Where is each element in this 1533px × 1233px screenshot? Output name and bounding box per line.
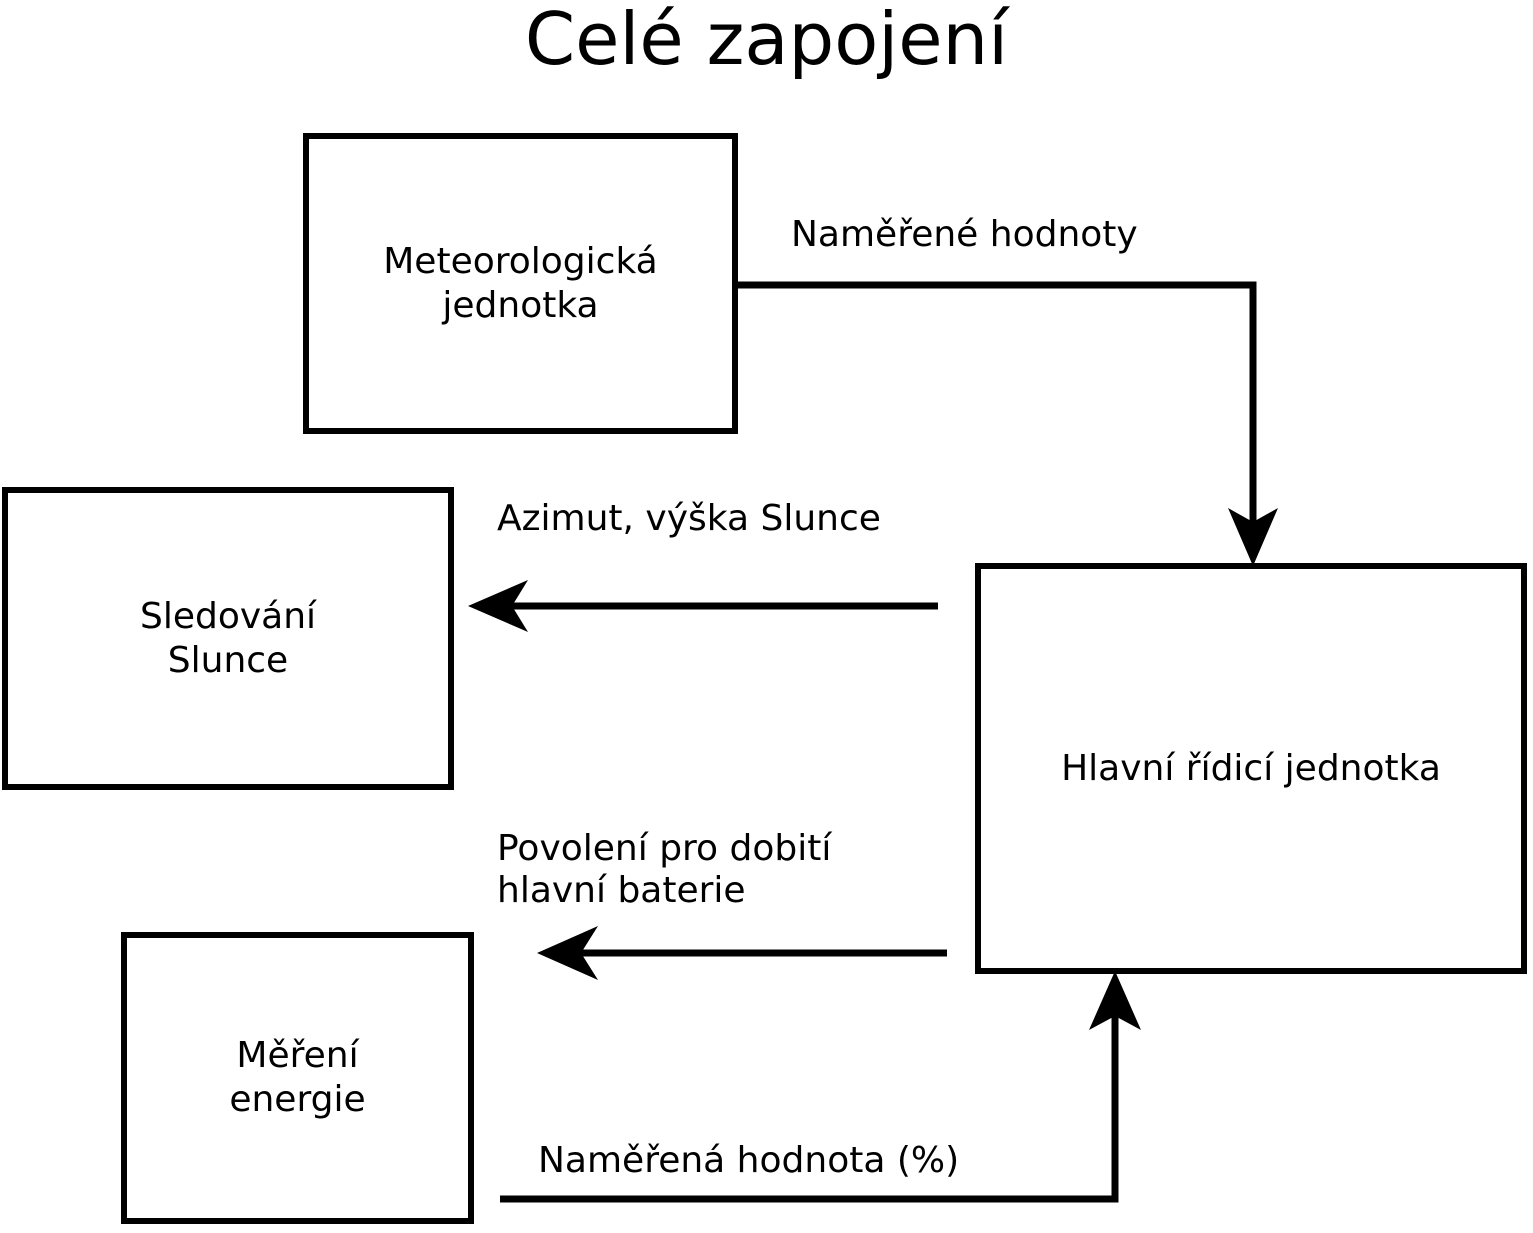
connector-charge-permit	[537, 926, 947, 980]
node-meteorologicka-jednotka[interactable]: Meteorologická jednotka	[303, 133, 738, 434]
connector-measured-values	[735, 281, 1278, 566]
edge-label-measured-values: Naměřené hodnoty	[791, 214, 1138, 255]
edge-label-measured-pct: Naměřená hodnota (%)	[538, 1140, 960, 1181]
page-title: Celé zapojení	[524, 0, 1009, 81]
node-label: Měření energie	[229, 1035, 366, 1120]
node-label: Sledování Slunce	[139, 595, 317, 681]
node-label: Hlavní řídicí jednotka	[1061, 747, 1441, 789]
connector-measured-pct	[500, 971, 1141, 1203]
node-sledovani-slunce[interactable]: Sledování Slunce	[2, 487, 454, 790]
node-label: Meteorologická jednotka	[383, 240, 658, 326]
node-hlavni-ridici-jednotka[interactable]: Hlavní řídicí jednotka	[975, 563, 1527, 974]
edge-label-azimuth: Azimut, výška Slunce	[497, 498, 881, 539]
connector-azimuth	[468, 580, 938, 632]
edge-label-charge-permit: Povolení pro dobití hlavní baterie	[497, 828, 832, 911]
node-mereni-energie[interactable]: Měření energie	[121, 932, 474, 1224]
